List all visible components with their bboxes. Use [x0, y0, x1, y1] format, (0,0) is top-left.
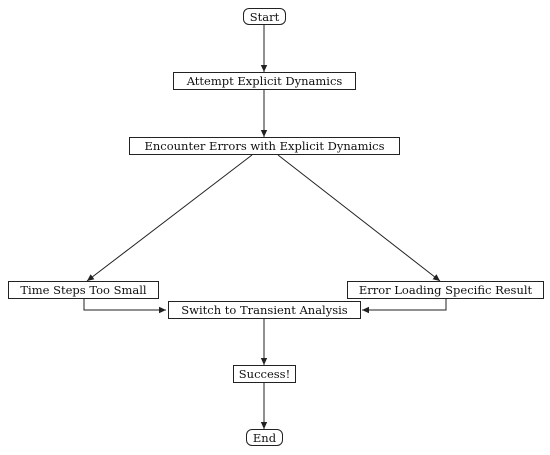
arrow-timesteps-to-switch — [83, 298, 166, 314]
encounter-errors-node: Encounter Errors with Explicit Dynamics — [129, 137, 400, 155]
arrow-encounter-to-errorload — [277, 154, 441, 282]
arrow-errorload-to-switch — [362, 298, 447, 314]
error-loading-result-node: Error Loading Specific Result — [347, 281, 544, 299]
time-steps-too-small-node: Time Steps Too Small — [8, 281, 159, 299]
end-node: End — [246, 429, 283, 446]
success-node: Success! — [233, 365, 296, 383]
switch-to-transient-node: Switch to Transient Analysis — [168, 301, 361, 319]
start-node: Start — [243, 8, 286, 25]
arrow-encounter-to-timesteps — [86, 154, 253, 282]
attempt-explicit-dynamics-node: Attempt Explicit Dynamics — [173, 72, 356, 90]
